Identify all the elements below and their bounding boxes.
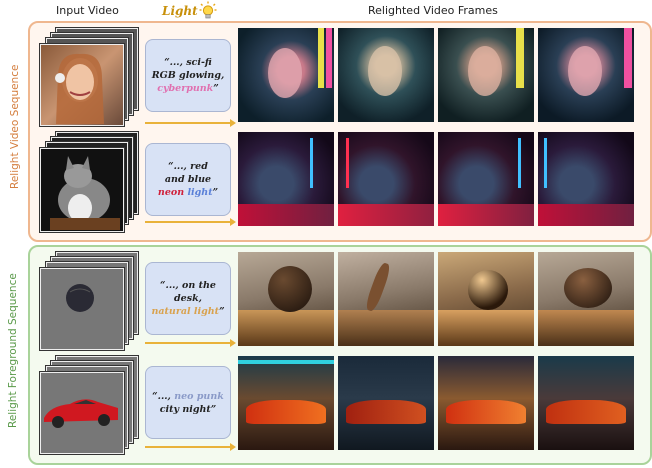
frame-desk-1 xyxy=(238,252,334,346)
lightbulb-icon xyxy=(199,1,217,19)
arrow xyxy=(145,119,236,126)
prompt-box-cyberpunk: “..., sci-fi RGB glowing, cyberpunk” xyxy=(145,39,231,112)
frame-desk-3 xyxy=(438,252,534,346)
frame-cyberpunk-2 xyxy=(338,28,434,122)
prompt-box-natural-light: “..., on the desk, natural light” xyxy=(145,262,231,335)
frame-neo-punk-2 xyxy=(338,356,434,450)
frame-desk-2 xyxy=(338,252,434,346)
arrow xyxy=(145,339,236,346)
frame-cyberpunk-1 xyxy=(238,28,334,122)
arrow xyxy=(145,443,236,450)
frame-cyberpunk-4 xyxy=(538,28,634,122)
frame-neon-3 xyxy=(438,132,534,226)
frame-neon-2 xyxy=(338,132,434,226)
header-input-video: Input Video xyxy=(56,4,119,17)
frame-neon-1 xyxy=(238,132,334,226)
red-car-image xyxy=(44,399,118,428)
woman-portrait-image xyxy=(55,53,104,124)
frame-cyberpunk-3 xyxy=(438,28,534,122)
header-light: Light xyxy=(162,4,198,18)
prompt-box-neo-punk: “..., neo punk city night” xyxy=(145,366,231,439)
frame-desk-4 xyxy=(538,252,634,346)
ball-image xyxy=(66,284,94,312)
frame-neon-4 xyxy=(538,132,634,226)
arrow xyxy=(145,218,236,225)
cat-image xyxy=(50,156,120,230)
header-relighted-frames: Relighted Video Frames xyxy=(368,4,498,17)
frame-neo-punk-1 xyxy=(238,356,334,450)
section-label-foreground: Relight Foreground Sequence xyxy=(7,273,19,428)
frame-neo-punk-4 xyxy=(538,356,634,450)
frame-neo-punk-3 xyxy=(438,356,534,450)
prompt-box-neon: “..., red and blue neon light” xyxy=(145,143,231,216)
section-label-video: Relight Video Sequence xyxy=(9,64,21,189)
